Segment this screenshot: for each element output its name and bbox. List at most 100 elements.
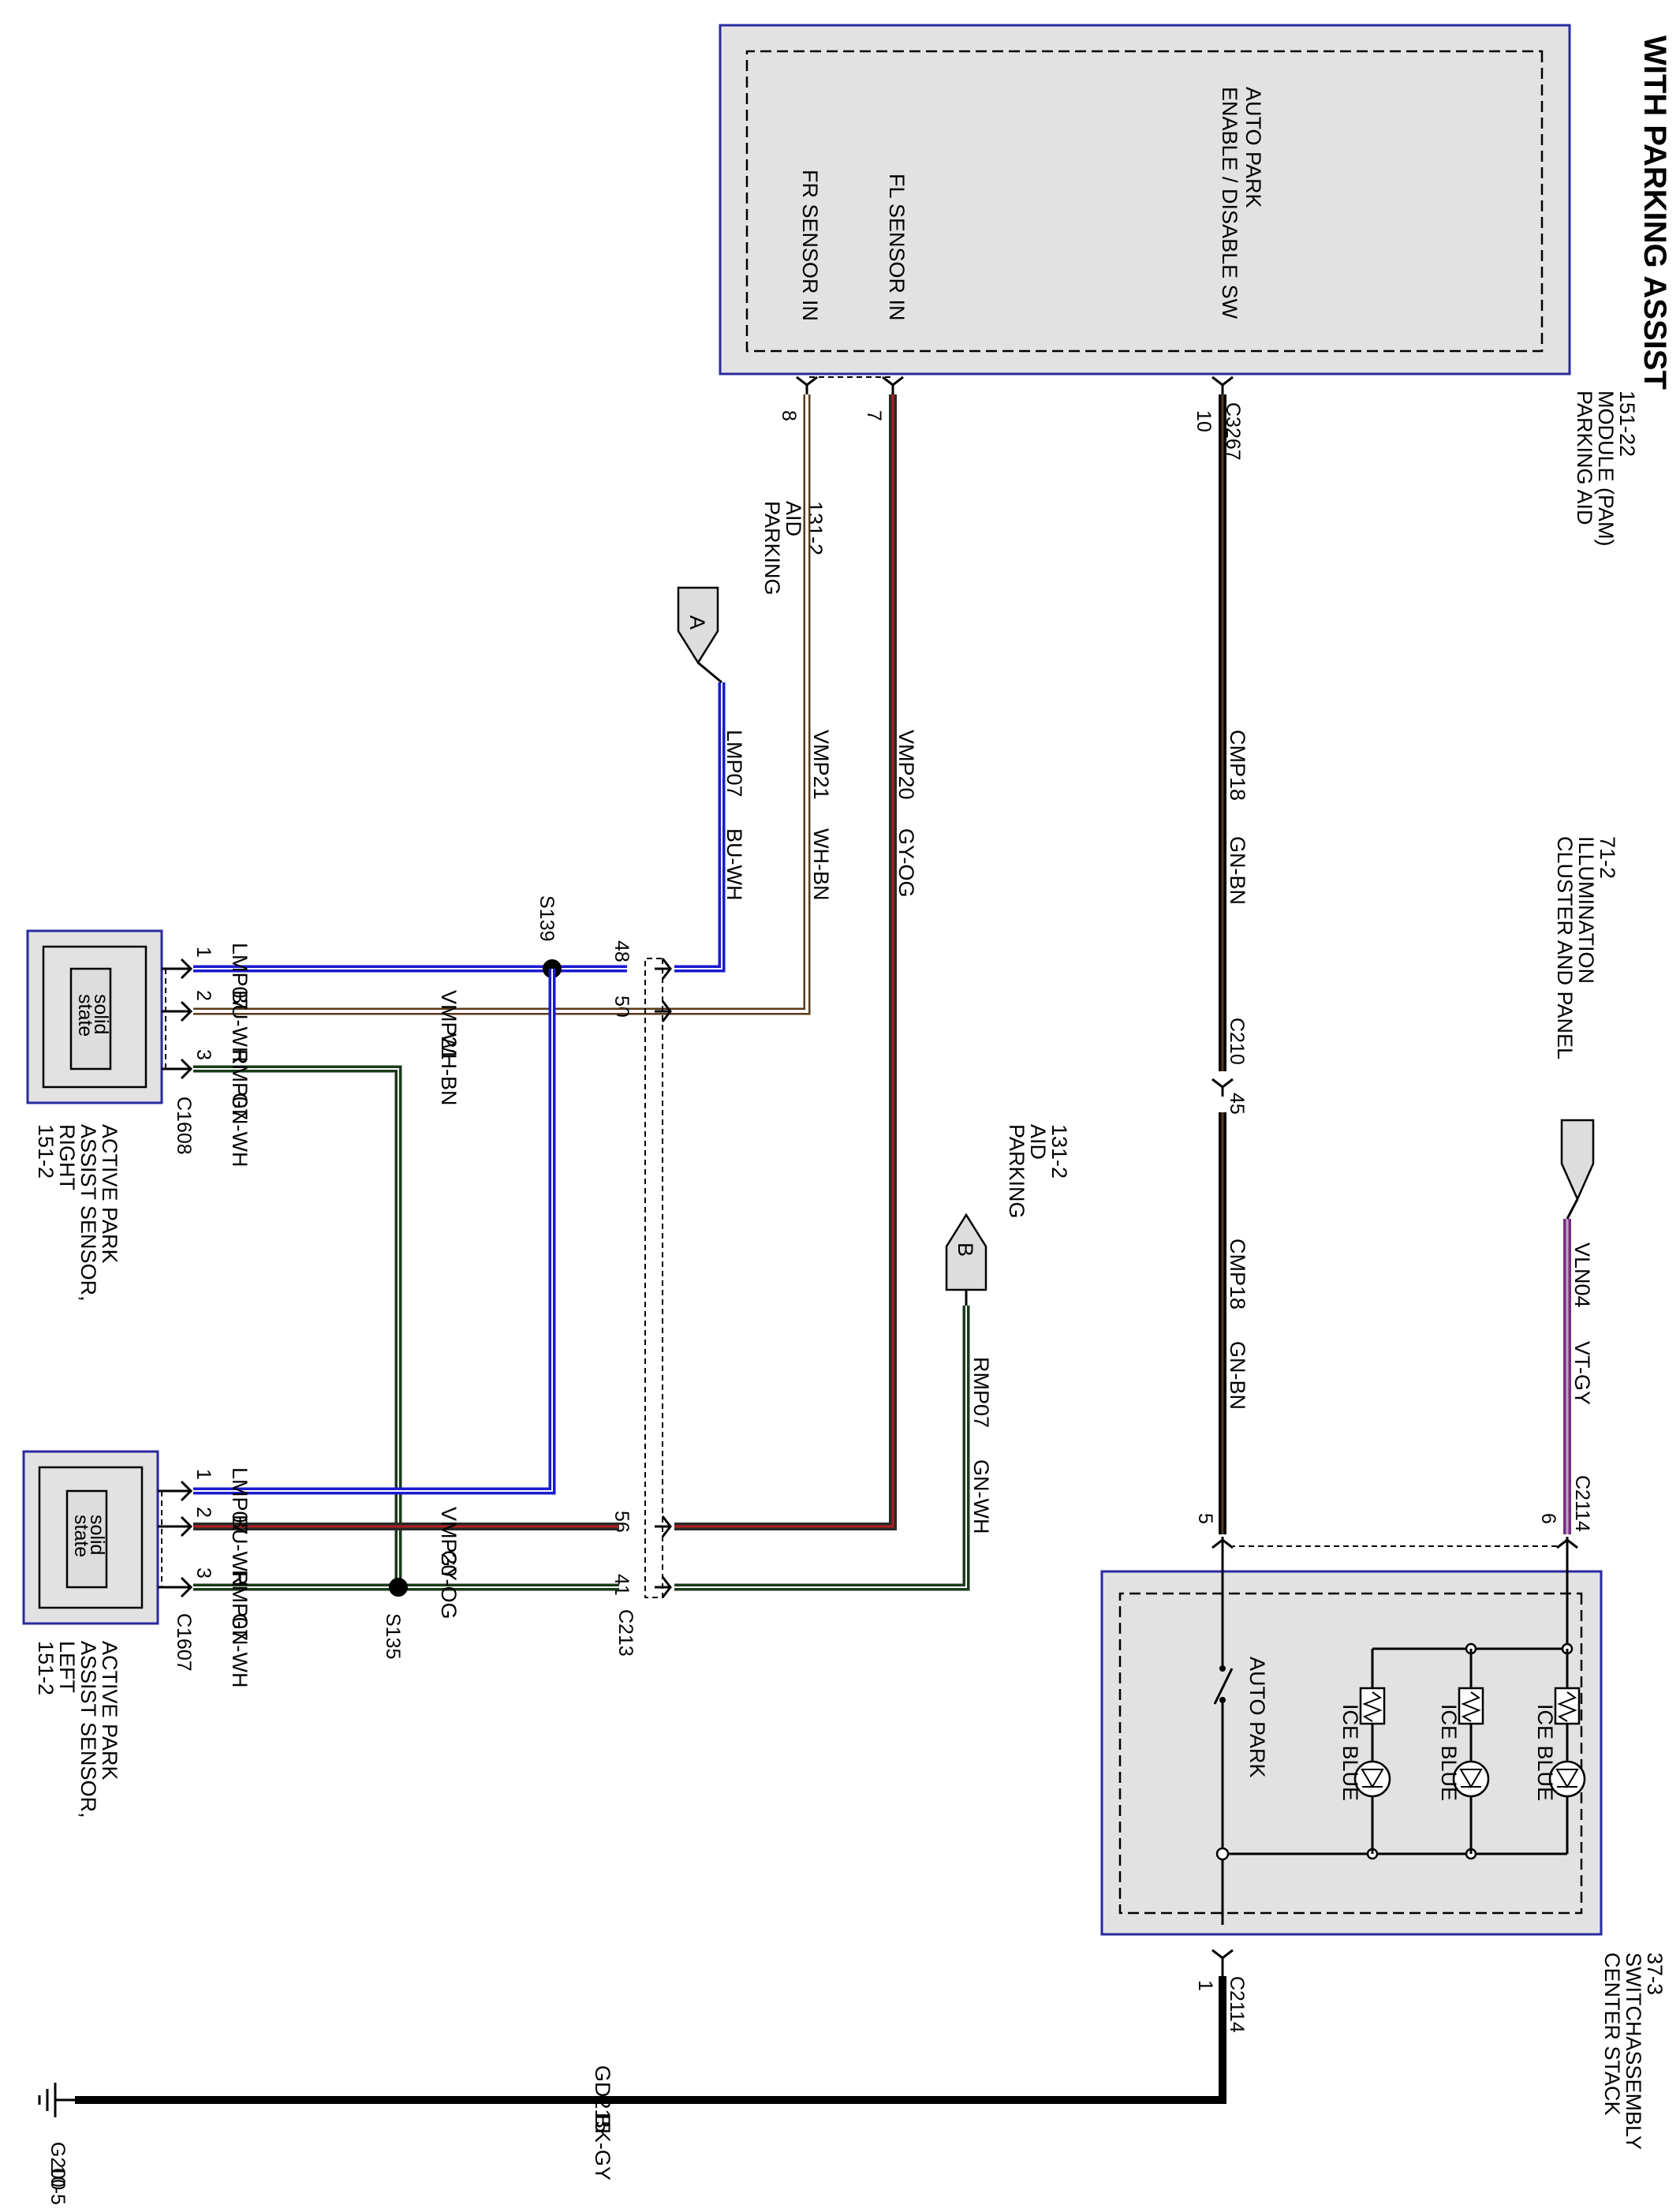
wire-rmp07-b <box>674 1306 970 1591</box>
wire-rmp07-b-circuit: RMP07 <box>969 1357 993 1428</box>
wire-left-lmp07-color: BU-WH <box>228 1515 252 1586</box>
led-branch-3: ICE BLUE <box>1338 1649 1391 1854</box>
wire-right-lmp07-color: BU-WH <box>228 990 252 1062</box>
cluster-label-3: 71-2 <box>1596 836 1619 879</box>
pam-pin-10-label-1: AUTO PARK <box>1241 87 1265 208</box>
left-sensor-pin-3: 3 <box>192 1567 215 1579</box>
pam-pin-8-label: FR SENSOR IN <box>798 170 822 321</box>
wire-gd215 <box>75 1976 1226 2104</box>
right-sensor-label-3: RIGHT <box>55 1124 79 1190</box>
center-stack-label-1: CENTER STACK <box>1600 1952 1624 2116</box>
wire-vln04-circuit: VLN04 <box>1570 1242 1594 1308</box>
led-label-2: ICE BLUE <box>1437 1704 1461 1801</box>
resistor-icon-3 <box>1359 1687 1386 1725</box>
cluster-label-2: ILLUMINATION <box>1574 836 1598 984</box>
s135-splice <box>389 1578 408 1597</box>
wire-vmp20-circuit: VMP20 <box>894 730 918 800</box>
parking-aid-b-letter: B <box>954 1242 977 1257</box>
c2114-pin6: 6 <box>1537 1513 1559 1524</box>
wire-left-lmp07-circuit: LMP07 <box>228 1467 252 1535</box>
right-sensor-label-4: 151-2 <box>34 1124 58 1179</box>
right-sensor-inner-2: state <box>74 994 96 1037</box>
wire-gd215-circuit: GD215 <box>591 2065 614 2133</box>
right-sensor-label-2: ASSIST SENSOR, <box>77 1124 100 1302</box>
wire-rmp07-b-stripe <box>674 1306 967 1588</box>
center-stack-label-2: SWITCHASSEMBLY <box>1622 1952 1645 2150</box>
s139-label: S139 <box>536 895 558 941</box>
parking-aid-b-label-2: AID <box>1026 1124 1050 1160</box>
left-sensor-label-3: LEFT <box>55 1641 79 1693</box>
left-sensor-inner-2: state <box>70 1515 92 1557</box>
parking-aid-a-label-1: PARKING <box>760 501 784 596</box>
cluster-pointer-icon <box>1560 1119 1595 1202</box>
c210-pin: 45 <box>1226 1093 1248 1115</box>
parking-aid-b-icon <box>945 1212 987 1291</box>
pam-pin-7-arrow <box>882 376 904 394</box>
parking-aid-a-letter: A <box>685 615 709 630</box>
c2114-pin5-arrow <box>1211 1537 1234 1570</box>
pam-pin-8-arrow <box>796 376 818 394</box>
resistor-icon-1 <box>1554 1687 1581 1725</box>
c2114-top-id: C2114 <box>1571 1475 1593 1532</box>
left-sensor-label-1: ACTIVE PARK <box>98 1641 121 1780</box>
left-sensor-inner-1: solid <box>86 1515 108 1555</box>
switch-contact <box>1219 1697 1226 1703</box>
parking-aid-b-label-3: 131-2 <box>1047 1124 1071 1179</box>
cluster-label-1: CLUSTER AND PANEL <box>1553 836 1577 1059</box>
cluster-label: CLUSTER AND PANEL ILLUMINATION 71-2 <box>1553 836 1619 1059</box>
c210-arrow <box>1211 1078 1234 1097</box>
pam-pin-10-num: 10 <box>1193 410 1215 432</box>
ground-symbol-icon <box>38 2083 75 2117</box>
parking-aid-a-icon <box>677 586 719 665</box>
s135-label: S135 <box>382 1613 404 1659</box>
wire-lmp07-a-circuit: LMP07 <box>722 730 746 798</box>
pam-pin-8-num: 8 <box>778 410 800 421</box>
pam-label-1: PARKING AID <box>1573 390 1596 525</box>
pam-label-2: MODULE (PAM) <box>1594 390 1618 547</box>
wire-left-vmp20-circuit: VMP20 <box>437 1507 461 1577</box>
wire-vmp20-color: GY-OG <box>894 828 918 898</box>
left-sensor-solid-state <box>65 1489 108 1589</box>
wire-vmp21-circuit: VMP21 <box>809 730 833 800</box>
right-sensor-label: ACTIVE PARK ASSIST SENSOR, RIGHT 151-2 <box>34 1124 121 1302</box>
pam-pin-7-label: FL SENSOR IN <box>885 174 909 321</box>
c2114-pin1-arrow <box>1211 1949 1234 1976</box>
c213-id: C213 <box>614 1609 637 1657</box>
right-sensor-pin-1: 1 <box>192 947 215 958</box>
center-stack-label-3: 37-3 <box>1643 1952 1667 1995</box>
wire-s139-lmp07-stripe <box>193 969 553 1492</box>
switch-pivot <box>1219 1665 1226 1672</box>
pam-pin-10-arrow <box>1211 376 1234 394</box>
c2114-pin6-arrow <box>1556 1537 1578 1570</box>
parking-aid-a-label: PARKING AID 131-2 <box>760 501 827 596</box>
right-sensor-label-1: ACTIVE PARK <box>98 1124 121 1264</box>
parking-aid-b-label-1: PARKING <box>1005 1124 1029 1219</box>
wire-right-vmp21-color: WH-BN <box>437 1033 461 1105</box>
wire-left-rmp07-color: GN-WH <box>228 1613 252 1687</box>
right-sensor-pin-2: 2 <box>192 990 215 1001</box>
pam-label: PARKING AID MODULE (PAM) 151-22 <box>1573 390 1639 547</box>
pam-pin-10-label-2: ENABLE / DISABLE SW <box>1218 87 1241 319</box>
c210-id: C210 <box>1226 1018 1248 1065</box>
center-stack-box <box>1100 1570 1603 1936</box>
wire-left-rmp07-circuit: RMP07 <box>228 1570 252 1641</box>
wire-vmp21-stripe <box>625 394 808 1013</box>
right-sensor-connector: C1608 <box>173 1097 195 1155</box>
auto-park-label: AUTO PARK <box>1245 1657 1269 1778</box>
wire-vmp21-color: WH-BN <box>809 828 833 900</box>
wire-lmp07-a-lead <box>697 661 722 684</box>
pam-pin-7-num: 7 <box>863 410 885 421</box>
ground-label-1: G200 <box>47 2142 69 2190</box>
wire-gd215-color: BK-GY <box>591 2114 614 2180</box>
wire-right-lmp07-circuit: LMP07 <box>228 943 252 1011</box>
ground-label-2: 10-5 <box>47 2165 69 2205</box>
right-sensor-inner-1: solid <box>90 994 112 1034</box>
wire-lmp07-a-stripe <box>674 682 722 970</box>
led-label-3: ICE BLUE <box>1338 1704 1362 1801</box>
left-sensor-label-2: ASSIST SENSOR, <box>77 1641 100 1818</box>
led-label-1: ICE BLUE <box>1533 1704 1557 1801</box>
left-sensor-label-4: 151-2 <box>34 1641 58 1695</box>
led-branch-2: ICE BLUE <box>1437 1649 1490 1854</box>
